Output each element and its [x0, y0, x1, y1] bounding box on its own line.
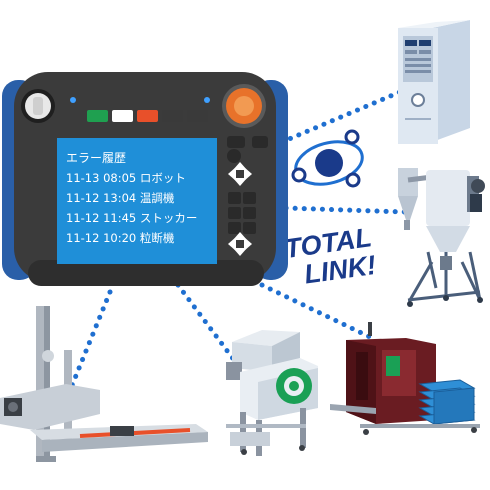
- link-line-granulator: [175, 282, 243, 371]
- link-line-robot: [59, 289, 113, 413]
- control-key[interactable]: [228, 207, 241, 219]
- power-led: [70, 97, 76, 103]
- error-source: 温調機: [136, 191, 175, 205]
- jog-dpad-lower[interactable]: [228, 232, 252, 256]
- jog-dpad-upper[interactable]: [228, 162, 252, 186]
- tagline: TOTAL LINK!: [283, 222, 378, 289]
- link-line-dryer: [283, 205, 408, 215]
- screen-title: エラー履歴: [66, 151, 126, 165]
- indicator-lamp: [187, 110, 208, 122]
- tray-stack: [418, 379, 476, 425]
- control-key[interactable]: [228, 222, 241, 234]
- right-controls: [227, 136, 268, 256]
- error-log-row: 11-12 11:45 ストッカー: [66, 211, 197, 225]
- stocker: [330, 322, 480, 435]
- selector-knob[interactable]: [21, 89, 55, 123]
- error-time: 11-12 10:20: [66, 231, 136, 245]
- control-key[interactable]: [243, 192, 256, 204]
- takeout-robot: [0, 306, 208, 462]
- link-line-stocker: [259, 282, 375, 341]
- indicator-lamp: [112, 110, 133, 122]
- function-knob[interactable]: [227, 149, 241, 163]
- link-lines: [59, 89, 408, 413]
- error-time: 11-13 08:05: [66, 171, 136, 185]
- control-key[interactable]: [252, 136, 268, 148]
- indicator-lamp: [87, 110, 108, 122]
- error-time: 11-12 13:04: [66, 191, 136, 205]
- granulator: [226, 330, 318, 456]
- error-log-row: 11-12 10:20 粒断機: [66, 231, 175, 245]
- control-key[interactable]: [243, 222, 256, 234]
- error-source: ロボット: [136, 171, 186, 185]
- hopper-dryer: [398, 168, 485, 307]
- control-key[interactable]: [228, 192, 241, 204]
- indicator-strip: [87, 110, 208, 122]
- error-log-row: 11-12 13:04 温調機: [66, 191, 175, 205]
- error-log-row: 11-13 08:05 ロボット: [66, 171, 186, 185]
- temperature-controller: [398, 20, 470, 144]
- error-time: 11-12 11:45: [66, 211, 136, 225]
- link-line-controller: [279, 89, 403, 145]
- pendant-screen: [57, 138, 217, 264]
- error-source: ストッカー: [136, 211, 197, 225]
- control-key[interactable]: [243, 207, 256, 219]
- indicator-lamp: [137, 110, 158, 122]
- control-key[interactable]: [227, 136, 245, 148]
- error-source: 粒断機: [136, 231, 175, 245]
- network-link-icon: [291, 129, 364, 188]
- indicator-lamp: [162, 110, 183, 122]
- emergency-stop-button[interactable]: [222, 84, 266, 128]
